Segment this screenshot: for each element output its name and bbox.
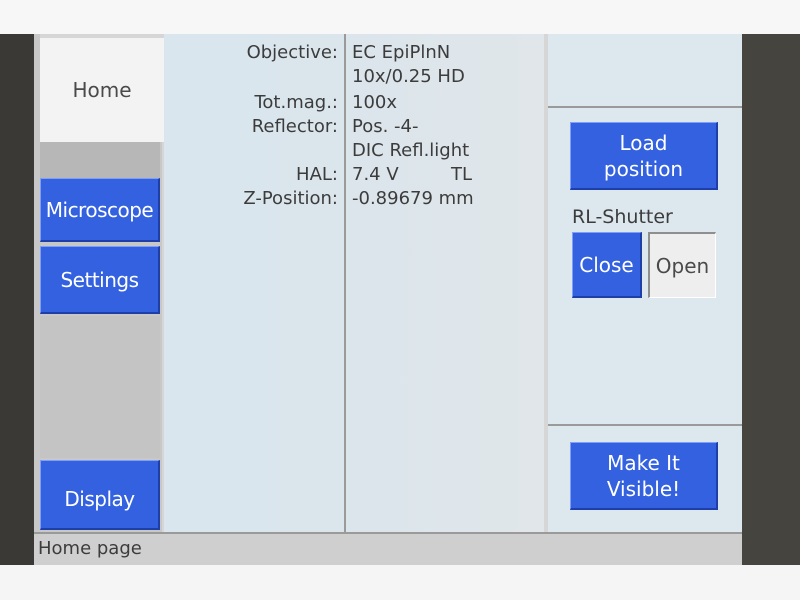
make-it-visible-label-line1: Make It [607,450,680,475]
nav-tab-home-label: Home [72,78,132,102]
reflector-value-line2: DIC Refl.light [352,140,470,161]
z-position-label: Z-Position: [243,188,338,209]
make-it-visible-button[interactable]: Make It Visible! [570,442,718,510]
nav-button-settings-label: Settings [60,267,139,292]
microscope-status-panel: Objective: EC EpiPlnN 10x/0.25 HD Tot.ma… [164,34,544,532]
device-bezel-top [0,0,800,34]
nav-button-display[interactable]: Display [40,460,160,530]
left-navigation: Home Microscope Settings Display [34,34,164,532]
nav-button-display-label: Display [64,486,135,511]
column-divider [344,34,346,532]
nav-button-microscope[interactable]: Microscope [40,178,160,242]
shutter-close-button[interactable]: Close [572,232,642,298]
z-position-value: -0.89679 mm [352,188,474,209]
device-bezel-right [742,34,800,565]
touch-screen: Home Microscope Settings Display Objecti… [34,34,742,565]
panel-divider-bottom [548,424,742,426]
shutter-open-button[interactable]: Open [648,232,716,298]
total-magnification-value: 100x [352,92,398,113]
status-text: Home page [38,538,142,559]
nav-button-microscope-label: Microscope [45,197,154,222]
total-magnification-label: Tot.mag.: [254,92,338,113]
nav-separator [40,142,160,178]
status-bar: Home page [34,532,742,565]
shutter-open-label: Open [655,253,710,278]
rl-shutter-label: RL-Shutter [572,206,673,228]
reflector-label: Reflector: [251,116,338,137]
action-panel: Load position RL-Shutter Close Open Make… [548,34,742,532]
halogen-lamp-voltage: 7.4 V [352,164,399,185]
nav-empty-area [40,316,160,458]
nav-button-settings[interactable]: Settings [40,246,160,314]
shutter-close-label: Close [579,252,634,277]
make-it-visible-label-line2: Visible! [606,476,681,501]
load-position-label-line1: Load [619,130,668,155]
device-bezel-left [0,34,34,565]
load-position-label-line2: position [603,156,684,181]
reflector-value-line1: Pos. -4- [352,116,419,137]
halogen-lamp-label: HAL: [296,164,338,185]
panel-divider-top [548,106,742,108]
device-bezel-bottom [0,565,800,600]
objective-value-line2: 10x/0.25 HD [352,66,465,87]
objective-value-line1: EC EpiPlnN [352,42,451,63]
nav-tab-home[interactable]: Home [40,34,164,142]
halogen-lamp-mode: TL [451,164,473,185]
load-position-button[interactable]: Load position [570,122,718,190]
objective-label: Objective: [246,42,338,63]
